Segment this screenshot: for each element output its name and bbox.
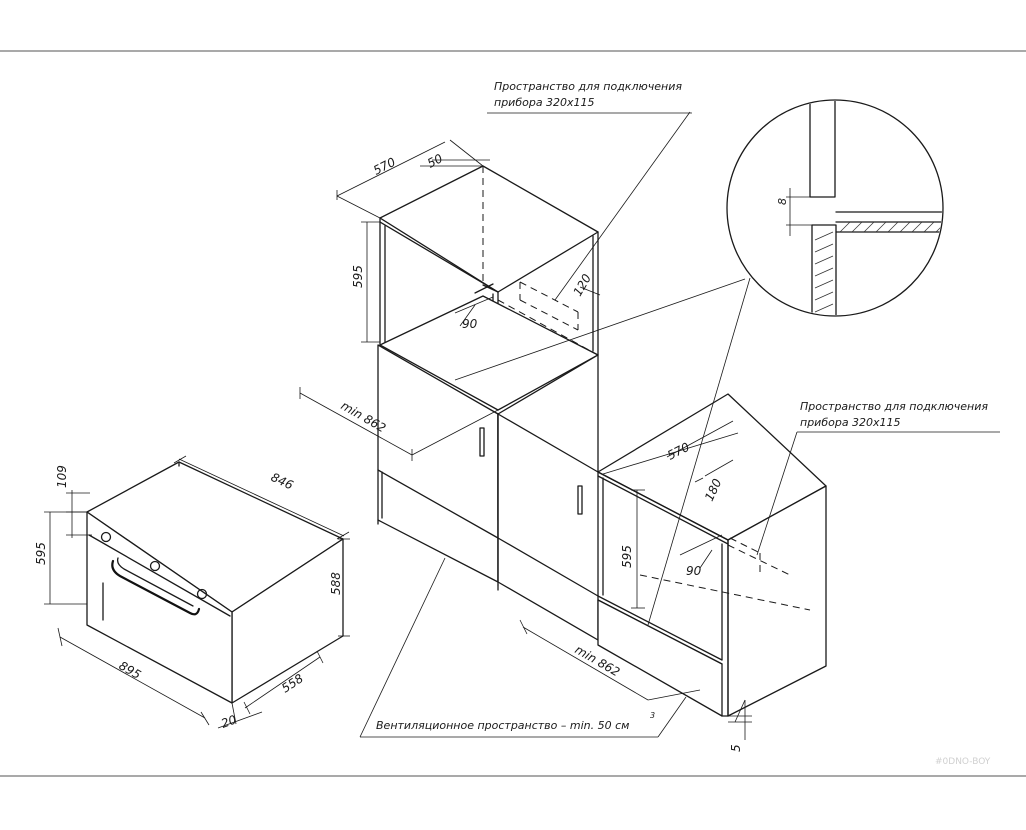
dim-oven-depth: 846 bbox=[269, 470, 296, 493]
dim-oven-body-depth: 558 bbox=[279, 671, 306, 695]
watermark: #0DNO-BOY bbox=[935, 757, 991, 767]
dim-oven-panel-height: 109 bbox=[55, 465, 69, 488]
connection-note-top-line2: прибора 320x115 bbox=[494, 96, 595, 109]
oven-dimensions bbox=[44, 456, 350, 728]
dim-upper-gap: 50 bbox=[425, 151, 445, 171]
oven-drawing bbox=[87, 462, 343, 703]
dim-lower-height: 595 bbox=[620, 545, 634, 568]
connection-note-right-line1: Пространство для подключения bbox=[800, 400, 988, 413]
page-frame bbox=[0, 51, 1026, 776]
detail-circle bbox=[727, 96, 960, 325]
ventilation-label: Вентиляционное пространство – min. 50 см bbox=[376, 719, 629, 732]
connection-note-right-line2: прибора 320x115 bbox=[800, 416, 901, 429]
dim-oven-width: 895 bbox=[117, 658, 144, 682]
dim-upper-cutout-depth: 90 bbox=[462, 317, 478, 331]
hidden-lines bbox=[498, 282, 598, 355]
dim-upper-height: 595 bbox=[351, 265, 365, 288]
dim-detail-gap: 8 bbox=[776, 198, 789, 205]
base-cabinets bbox=[378, 345, 598, 640]
connection-note-top-line1: Пространство для подключения bbox=[494, 80, 682, 93]
upper-dimensions bbox=[300, 112, 745, 461]
dim-upper-width: 570 bbox=[371, 155, 398, 178]
dim-oven-body-height: 588 bbox=[329, 572, 343, 595]
ventilation-superscript: 3 bbox=[650, 711, 655, 720]
dim-oven-offset: 20 bbox=[219, 712, 238, 731]
leader-lines bbox=[360, 113, 1000, 737]
right-base-cabinet bbox=[598, 394, 826, 716]
oven-door-handle bbox=[112, 558, 199, 614]
dim-lower-cutout-depth: 90 bbox=[686, 564, 702, 578]
dim-upper-cutout-width: 120 bbox=[570, 271, 594, 298]
control-knob bbox=[102, 533, 207, 599]
cabinet-handle bbox=[480, 428, 582, 514]
dim-oven-total-height: 595 bbox=[34, 542, 48, 565]
hatching bbox=[815, 222, 946, 312]
dim-plinth-gap: 5 bbox=[729, 744, 743, 752]
right-dimensions bbox=[520, 278, 752, 740]
